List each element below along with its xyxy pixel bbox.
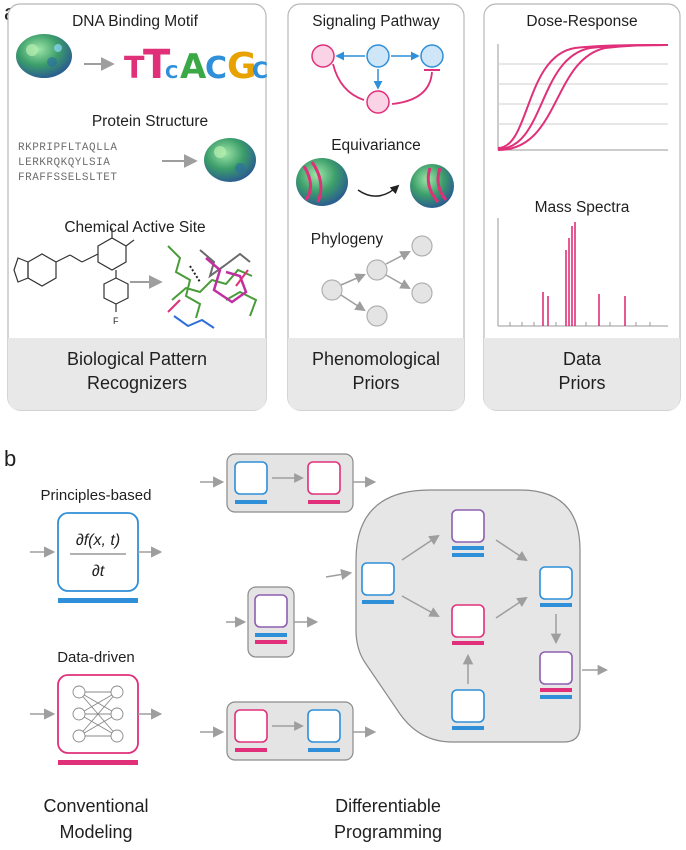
data-priors-caption-line-2: Priors xyxy=(558,373,605,393)
composite-module-bottom xyxy=(200,701,377,761)
folded-protein-icon xyxy=(204,138,256,182)
phenomological-priors-panel: Signaling Pathway Equivariance Phylogeny xyxy=(287,3,465,411)
motif-letter-3: C xyxy=(165,62,178,83)
differentiable-caption-line-1: Differentiable xyxy=(335,796,441,816)
phenomological-caption-line-1: Phenomological xyxy=(312,349,440,369)
neural-network-icon xyxy=(72,685,124,743)
chemical-active-site-title: Chemical Active Site xyxy=(64,219,205,236)
dose-response-title: Dose-Response xyxy=(526,13,637,30)
phylogeny-tree xyxy=(321,235,433,327)
fluorine-label: F xyxy=(113,316,119,326)
signaling-pathway-title: Signaling Pathway xyxy=(312,13,440,30)
data-priors-caption-line-1: Data xyxy=(563,349,602,369)
composite-module-middle xyxy=(226,586,319,658)
data-driven-label: Data-driven xyxy=(57,649,135,666)
mass-spectra-plot xyxy=(497,218,668,327)
data-priors-panel: Dose-Response Mass Spectra xyxy=(483,3,681,411)
molecule-structure-icon xyxy=(13,228,135,312)
panel-b-letter: b xyxy=(4,446,16,471)
protein-blob-icon xyxy=(16,34,72,78)
signaling-network xyxy=(311,44,444,114)
motif-letter-4: A xyxy=(180,47,207,87)
composite-module-top xyxy=(200,453,377,513)
conventional-modeling: Principles-based ∂f(x, t) ∂t Data-driven… xyxy=(30,487,163,842)
phylogeny-edges xyxy=(340,251,411,312)
equation-numerator: ∂f(x, t) xyxy=(76,532,120,549)
biological-pattern-recognizers-panel: DNA Binding Motif T T C A C G C Protein … xyxy=(7,3,268,411)
motif-letter-5: C xyxy=(205,51,227,86)
biological-caption-line-1: Biological Pattern xyxy=(67,349,207,369)
equivariance-title: Equivariance xyxy=(331,137,421,154)
motif-letter-7: C xyxy=(252,59,268,84)
protein-sequence-line-3: FRAFFSSELSLTET xyxy=(18,172,117,184)
equivariance-illustration xyxy=(296,158,454,208)
active-site-model xyxy=(167,245,258,329)
dna-binding-motif-title: DNA Binding Motif xyxy=(72,13,198,30)
conventional-caption-line-2: Modeling xyxy=(59,822,132,842)
principles-based-label: Principles-based xyxy=(41,487,152,504)
motif-letter-1: T xyxy=(124,51,145,86)
phenomological-caption-line-2: Priors xyxy=(352,373,399,393)
equation-denominator: ∂t xyxy=(92,563,105,580)
composite-graph: Differentiable Programming xyxy=(325,489,609,842)
motif-letter-6: G xyxy=(227,46,257,87)
phylogeny-title: Phylogeny xyxy=(311,231,384,248)
motif-letter-2: T xyxy=(143,42,171,88)
protein-structure-title: Protein Structure xyxy=(92,113,208,130)
dose-response-plot xyxy=(497,44,669,151)
biological-caption-line-2: Recognizers xyxy=(87,373,187,393)
protein-sequence-line-2: LERKRQKQYLSIA xyxy=(18,157,110,169)
sequence-logo: T T C A C G C xyxy=(124,42,268,88)
differentiable-caption-line-2: Programming xyxy=(334,822,442,842)
conventional-caption-line-1: Conventional xyxy=(43,796,148,816)
mass-spectra-title: Mass Spectra xyxy=(535,199,630,216)
protein-sequence-line-1: RKPRIPFLTAQLLA xyxy=(18,142,117,154)
